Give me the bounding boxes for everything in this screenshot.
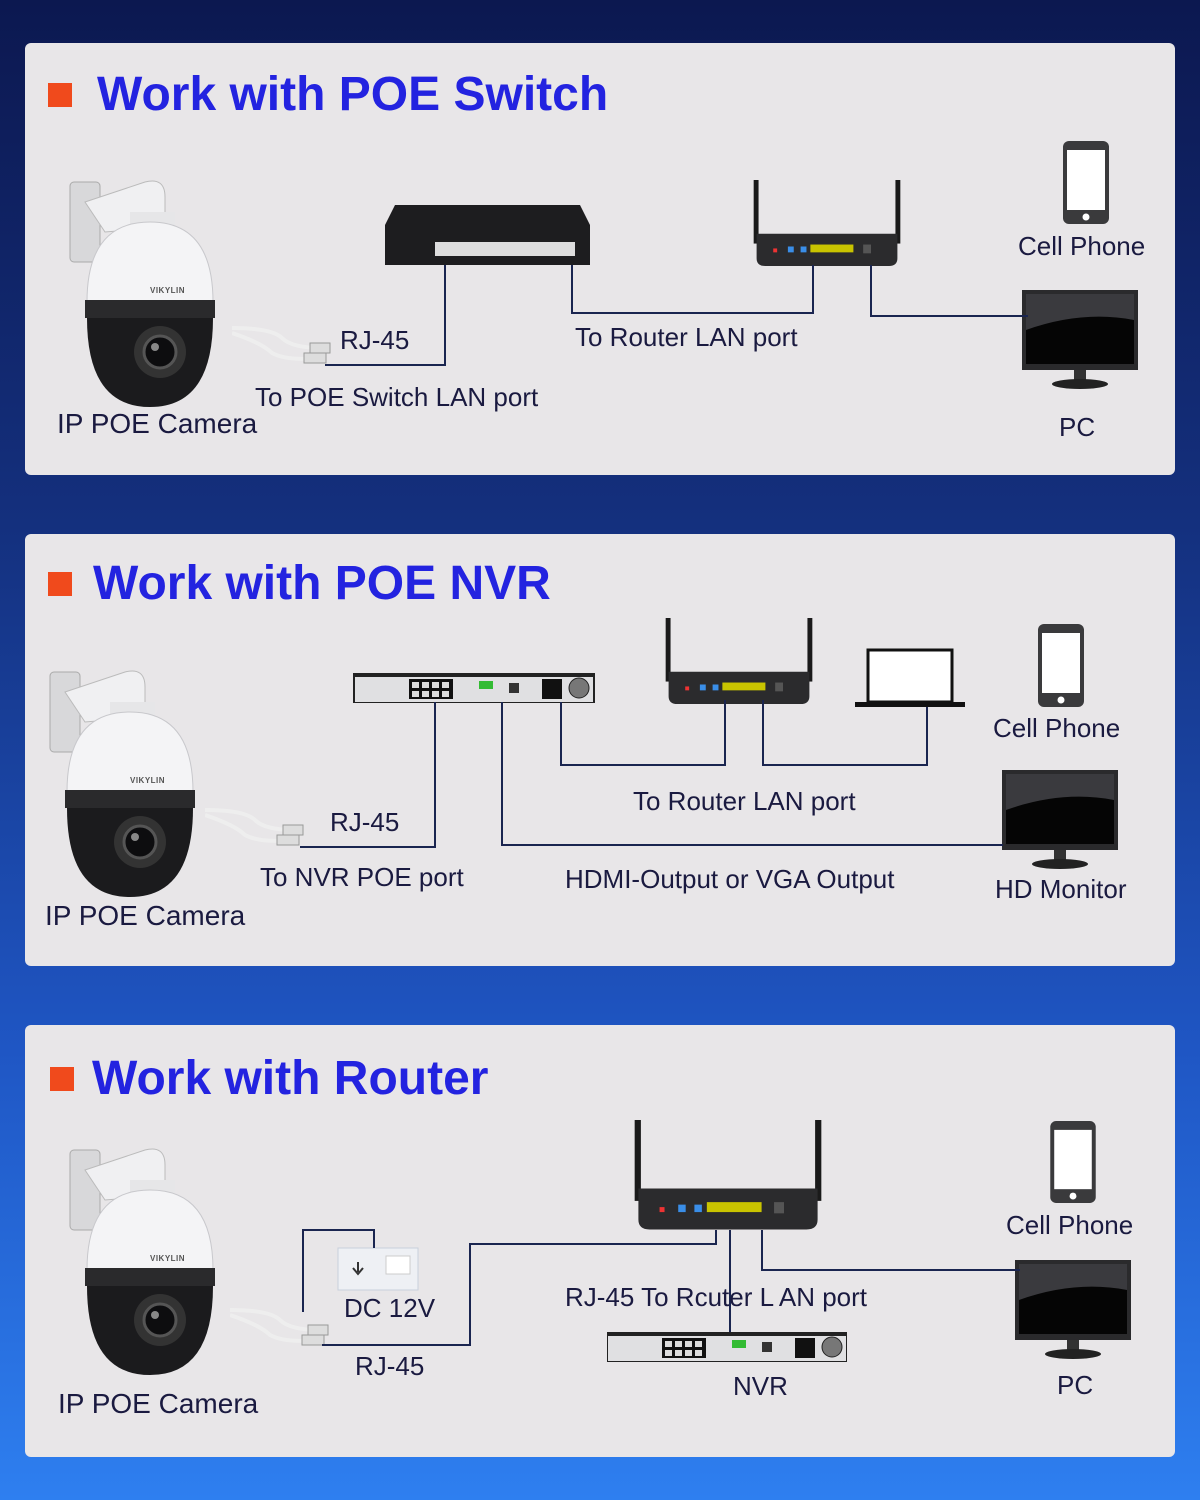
nvr-label: NVR [733,1371,788,1401]
panel-3-graphics [68,1120,1131,1377]
cell-phone-icon [1050,1120,1096,1204]
camera-label: IP POE Camera [45,900,246,931]
hd-monitor-label: HD Monitor [995,874,1127,904]
panel-1-graphics [68,141,1138,409]
camera-brand-logo: VIKYLIN [130,776,166,785]
section-marker-icon [48,83,72,107]
section-title: Work with Router [92,1052,489,1105]
power-socket-icon [337,1247,419,1291]
nvr-image [607,1332,847,1362]
panel-2-graphics [48,618,1118,899]
cable-plug-icon [232,328,330,363]
video-output-label: HDMI-Output or VGA Output [565,864,895,894]
rj45-label: RJ-45 [355,1351,425,1381]
pc-label: PC [1057,1370,1094,1400]
connection-lines [325,265,1028,366]
ip-camera-image [68,179,215,409]
pc-monitor-icon [1015,1260,1131,1359]
rj45-label: RJ-45 [340,325,410,355]
cell-phone-label: Cell Phone [1018,231,1146,261]
router-port-label: RJ-45 To Rcuter L AN port [565,1282,868,1312]
router-port-label: To Router LAN port [633,786,856,816]
panel-router [25,1025,1175,1457]
panel-poe-nvr [25,534,1175,966]
cable-plug-icon [205,810,303,845]
section-title: Work with POE Switch [97,68,609,121]
section-marker-icon [50,1067,74,1091]
cell-phone-label: Cell Phone [993,713,1121,743]
laptop-icon [855,648,965,707]
camera-label: IP POE Camera [58,1388,259,1419]
ip-camera-image [68,1147,215,1377]
hd-monitor-icon [1002,770,1118,869]
cable-plug-icon [230,1310,328,1345]
rj45-label: RJ-45 [330,807,400,837]
nvr-port-label: To NVR POE port [260,862,464,892]
router-image [665,618,813,705]
panel-poe-switch [25,43,1175,475]
nvr-image [353,673,595,703]
camera-label: IP POE Camera [57,408,258,439]
camera-brand-logo: VIKYLIN [150,1254,186,1263]
cell-phone-label: Cell Phone [1006,1210,1134,1240]
cell-phone-icon [1063,141,1109,224]
router-image [634,1120,822,1230]
section-marker-icon [48,572,72,596]
ip-camera-image [48,669,195,899]
connection-lines [302,1229,1020,1346]
switch-port-label: To POE Switch LAN port [255,382,539,412]
router-port-label: To Router LAN port [575,322,798,352]
pc-label: PC [1059,412,1096,442]
cell-phone-icon [1038,624,1084,707]
connection-lines [300,700,1003,848]
section-title: Work with POE NVR [93,557,551,610]
dc-power-label: DC 12V [344,1293,436,1323]
camera-brand-logo: VIKYLIN [150,286,186,295]
router-image [753,180,901,267]
poe-switch-image [385,205,590,265]
pc-monitor-icon [1022,290,1138,389]
